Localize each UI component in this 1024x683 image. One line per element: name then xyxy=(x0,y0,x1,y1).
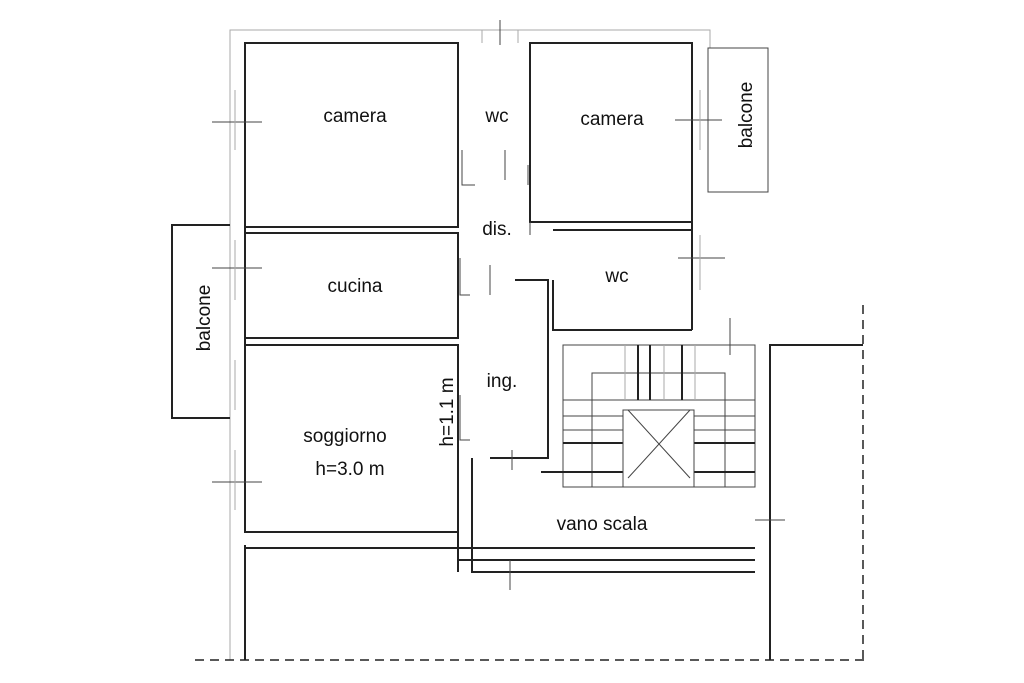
walls xyxy=(171,20,865,661)
label-balcone-left: balcone xyxy=(194,285,215,352)
label-soggiorno: soggiorno xyxy=(303,426,386,447)
label-cucina: cucina xyxy=(328,276,383,297)
label-balcone-right: balcone xyxy=(736,82,757,149)
label-wc-right: wc xyxy=(604,266,628,287)
label-camera-left: camera xyxy=(323,106,387,127)
room-camera-left xyxy=(244,42,459,228)
label-parapet-height: h=1.1 m xyxy=(437,377,458,446)
room-labels: camera wc camera balcone dis. cucina wc … xyxy=(194,82,757,535)
property-boundary xyxy=(195,305,865,661)
staircase xyxy=(541,344,756,488)
label-camera-right: camera xyxy=(580,109,644,130)
label-wc-top: wc xyxy=(484,106,508,127)
balcony-left xyxy=(171,224,230,419)
label-vano-scala: vano scala xyxy=(557,514,648,535)
room-camera-right xyxy=(529,42,693,223)
room-wc-right xyxy=(490,229,692,459)
room-cucina xyxy=(244,232,459,339)
label-soggiorno-height: h=3.0 m xyxy=(315,459,384,480)
adjacent-building xyxy=(769,344,863,660)
elevator xyxy=(622,409,695,488)
elevator-cross-icon xyxy=(627,409,691,479)
label-ing: ing. xyxy=(487,371,518,392)
label-dis: dis. xyxy=(482,219,512,240)
room-soggiorno xyxy=(244,344,459,533)
corridor-bottom xyxy=(245,547,755,561)
